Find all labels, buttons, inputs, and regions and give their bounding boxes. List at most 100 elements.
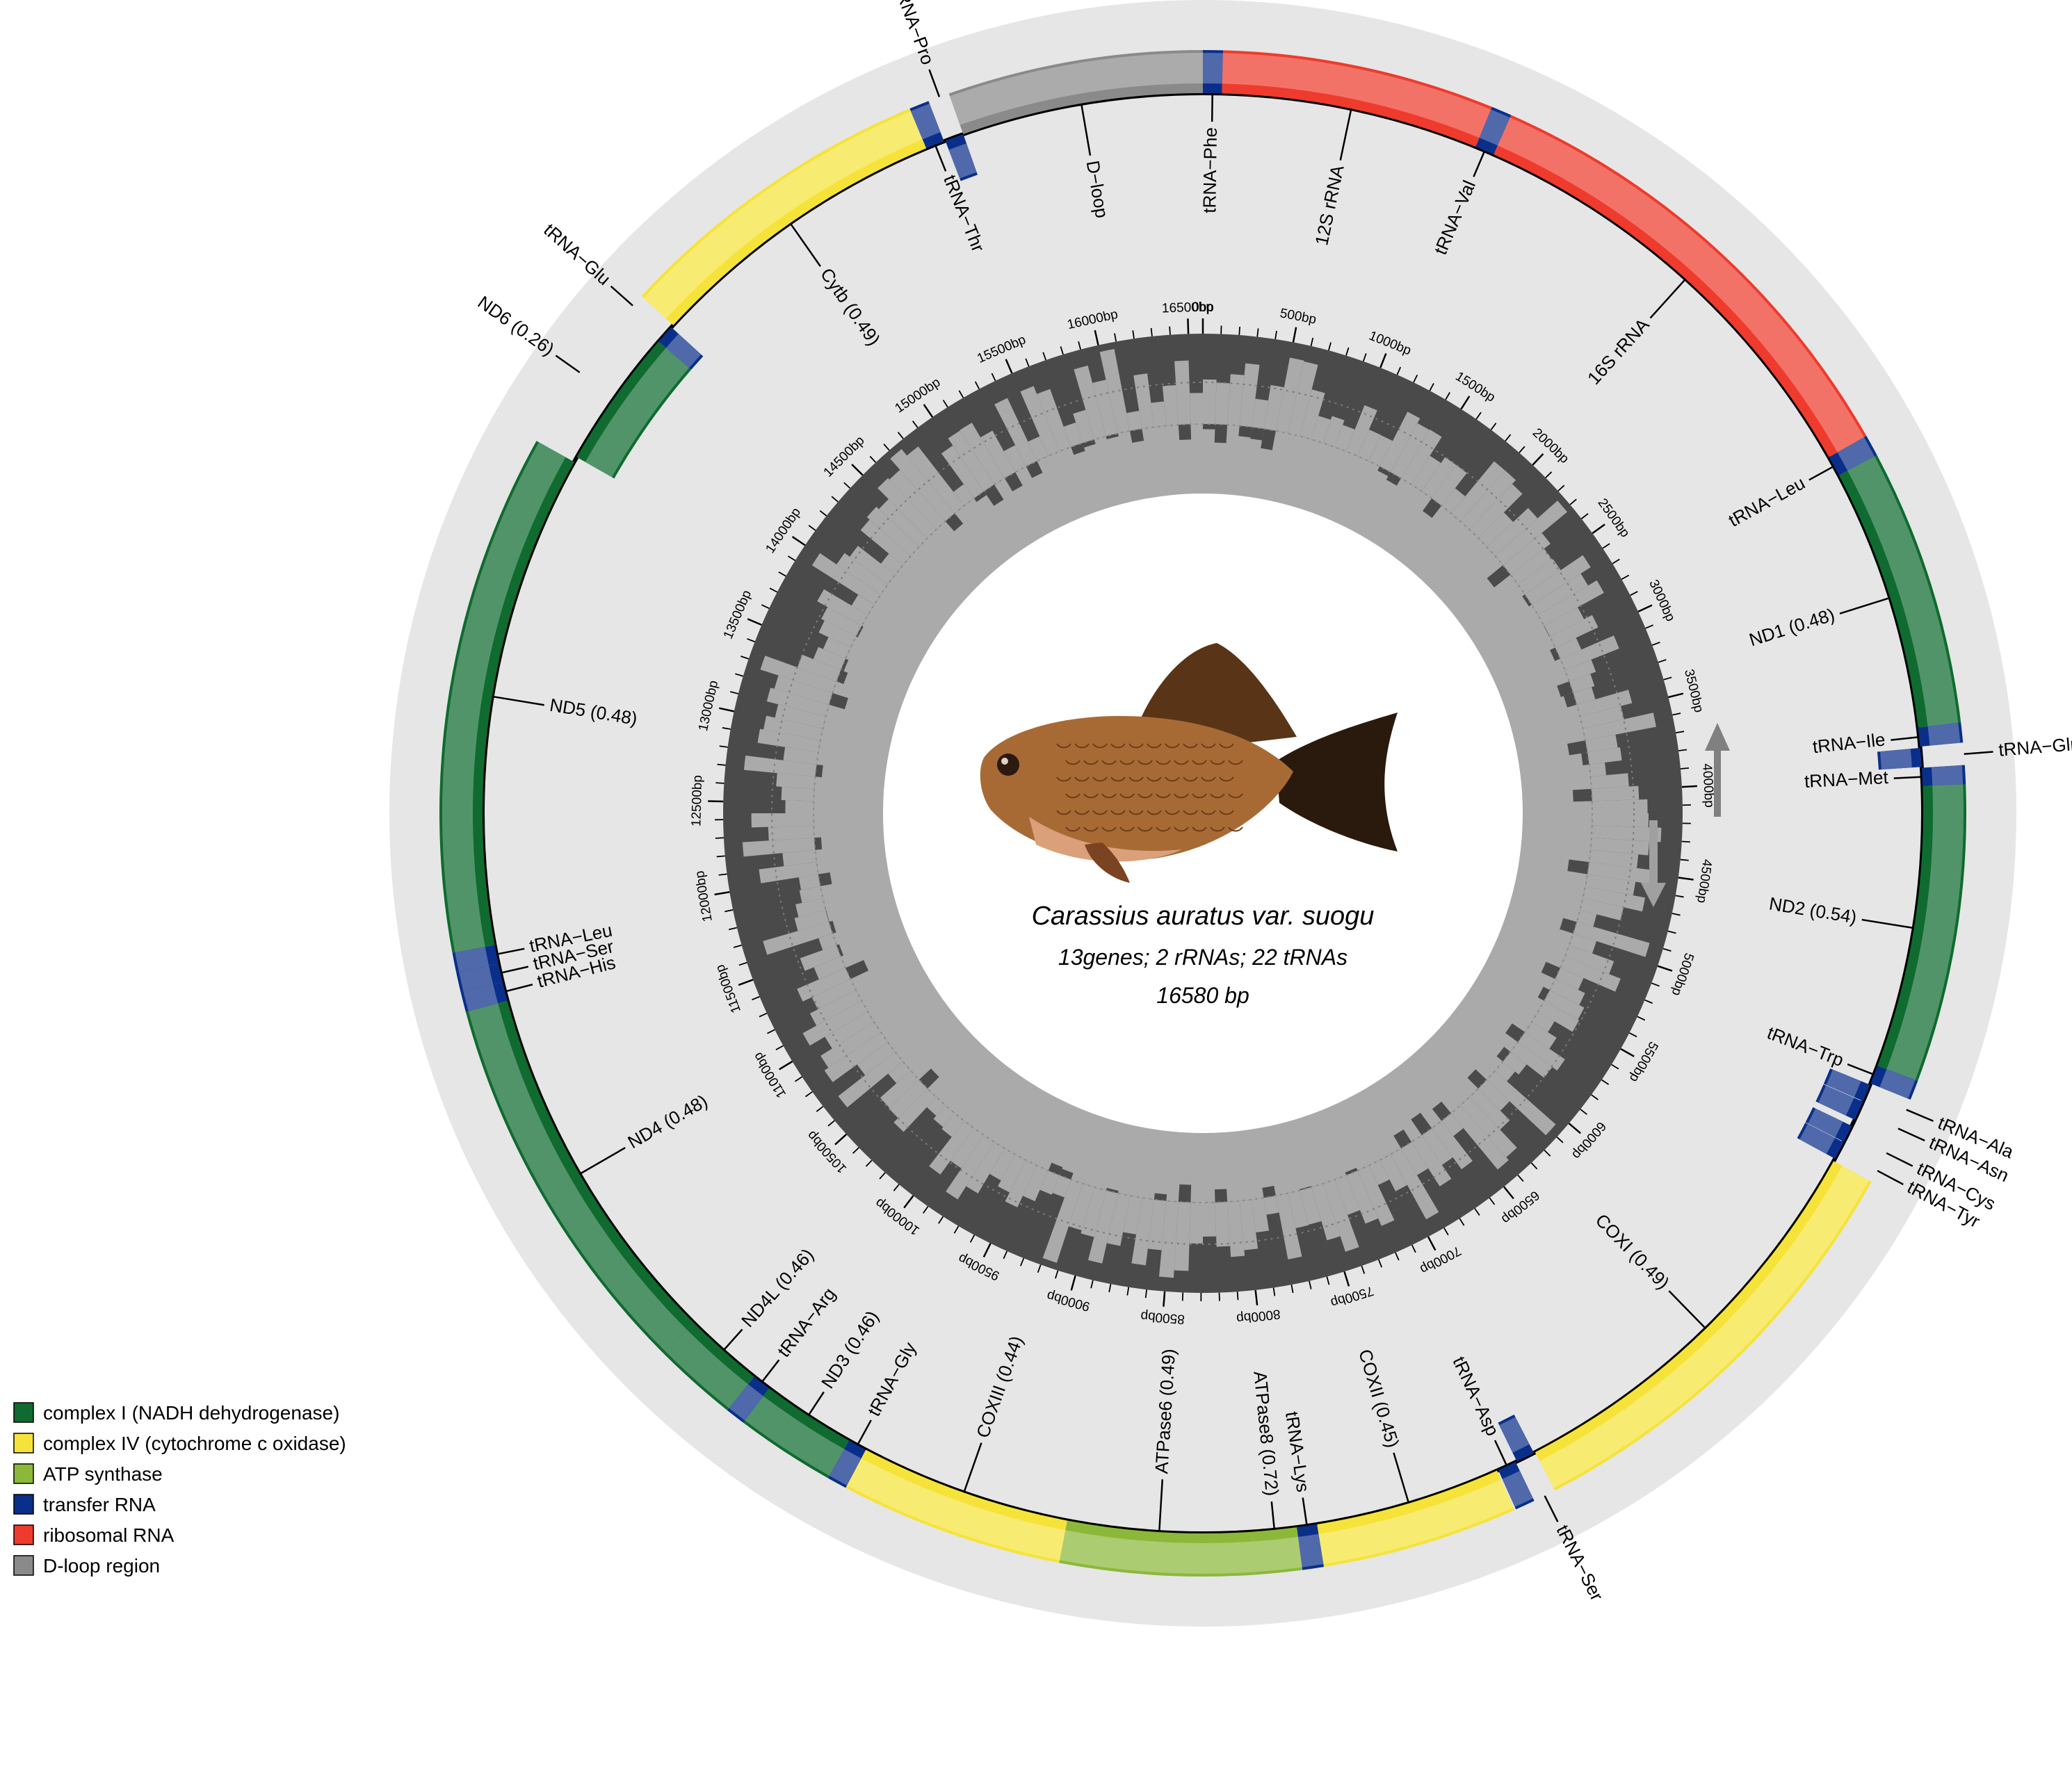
gc-bar [1379,1154,1407,1191]
gene-arc-light [847,1458,1066,1561]
gc-bar [1587,747,1622,765]
fish-scale [1138,793,1153,799]
gc-bar [820,1022,881,1068]
scale-tick [1672,913,1681,916]
scale-tick [974,381,980,390]
fish-scale [1219,810,1234,815]
scale-tick [769,587,778,593]
gc-bar [1390,423,1430,478]
gc-bar [1123,1196,1142,1235]
gc-bar [768,825,815,841]
fish-scale [1128,776,1144,782]
label-leader-line [1839,596,1891,614]
gc-bar [1441,488,1466,514]
fish-scale [1174,826,1189,832]
scale-tick [869,455,877,463]
gc-bar-dark [1567,859,1589,874]
gene-trna-thr [909,101,944,149]
fish-scale [1192,760,1207,765]
scale-tick [1379,353,1387,368]
label-leader-line [1893,776,1923,779]
gene-atpase8-0-72 [1252,1527,1303,1575]
gc-bar [889,469,946,530]
scale-tick [1637,604,1653,613]
gc-bar [953,484,974,506]
scale-tick [903,1195,914,1209]
gc-bar [1411,1135,1452,1187]
gc-bar [1421,457,1457,498]
gc-bar [1151,401,1167,427]
gc-bar-dark [1386,472,1402,486]
scale-tick [1629,1032,1637,1038]
fish-scale [1138,760,1153,765]
gc-bar-dark [1567,740,1588,756]
gene-arc-light [1799,1123,1836,1155]
scale-tick [1429,383,1434,391]
legend-label: ATP synthase [43,1463,163,1485]
scale-tick [759,1012,768,1018]
gc-bar [1215,382,1230,425]
label-leader-line [857,1419,872,1446]
gc-bar [1487,1070,1556,1136]
gc-bar [1495,1061,1516,1082]
gene-arc-light [665,334,702,368]
gene-nd4-0-48 [465,1000,695,1354]
label-leader-line [789,222,821,267]
scale-tick [1309,1280,1312,1289]
gene-arc-light [585,348,690,478]
legend-label: ribosomal RNA [43,1524,175,1546]
scale-tick [1621,574,1630,580]
gc-bar [1576,910,1597,927]
label-leader-line [1211,93,1213,122]
label-leader-line [504,984,533,993]
gc-bar [1357,1165,1395,1226]
scale-tick [1378,1259,1383,1268]
scale-tick [1545,471,1553,478]
scale-tick [1443,1228,1449,1236]
scale-tick [751,995,760,1001]
gene-cytb-0-49 [641,108,927,325]
gc-bar [824,1032,888,1082]
gc-bar [809,990,862,1026]
scale-tick [729,927,738,931]
gc-bar [1591,785,1640,801]
scale-tick [982,1243,992,1258]
arrow-up-icon [1705,723,1730,817]
scale-tick [1602,543,1610,549]
scale-tick [1292,327,1297,343]
scale-tick [991,373,996,382]
gc-bar-dark [1203,424,1215,430]
gc-bar [1068,1183,1094,1230]
gc-bar [1432,1121,1473,1170]
gene-arc-light [1318,1479,1514,1565]
gc-bar-dark [1563,692,1577,708]
gene-trna-met [1921,765,1966,786]
gene-arc-light [1808,1108,1843,1138]
gc-bar [811,979,857,1010]
gc-bar [1580,706,1624,728]
scale-tick [1025,358,1030,367]
gc-bar [941,1113,964,1137]
fish-scale [1210,793,1225,799]
gc-bar-dark [1487,565,1511,587]
gc-bar [743,755,817,777]
fish-tail [1276,712,1398,852]
scale-tick [738,961,747,966]
gc-midline-circle [771,382,1635,1245]
gc-bar [797,654,841,682]
gc-bar [1039,1170,1060,1195]
scale-tick [1005,359,1013,374]
gc-bar [989,1148,1016,1181]
scale-tick [775,1045,784,1050]
gene-d-loop [948,50,1203,135]
scale-tick [851,464,864,476]
scale-tick [1630,591,1638,596]
gc-bar [1510,548,1553,585]
scale-tick-label: 16500bp [1162,300,1214,316]
gene-arc-light [1927,722,1961,746]
gene-arc-light [745,1396,845,1476]
scale-tick [719,745,728,748]
gc-bar [1590,773,1629,789]
label-leader-line [1302,1497,1308,1526]
scale-tick [1667,930,1676,934]
